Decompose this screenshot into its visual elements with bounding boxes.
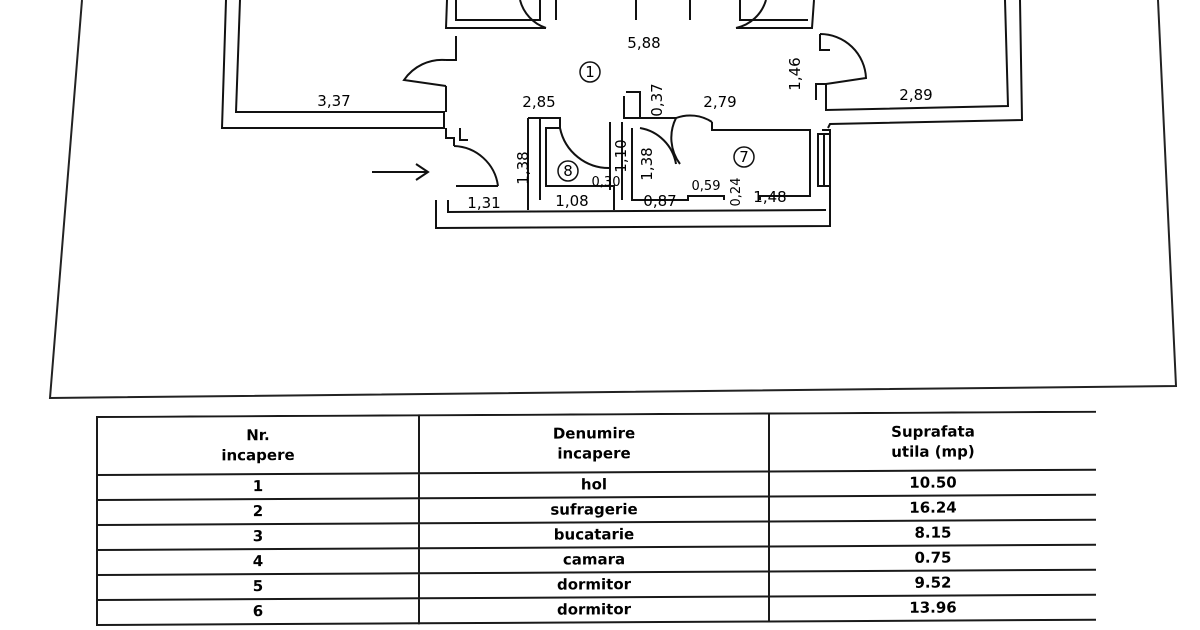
dim-room7-notch: 0,59 xyxy=(692,179,721,194)
cell-area: 0.75 xyxy=(769,544,1096,572)
dim-entry-height: 1,38 xyxy=(514,151,532,184)
cell-area: 9.52 xyxy=(769,569,1096,597)
dim-room8-width: 1,08 xyxy=(555,192,588,210)
table-header-row: Nr. incapere Denumire incapere Suprafata… xyxy=(97,411,1096,475)
room-number-hall: 1 xyxy=(585,63,595,81)
header-usable-area: Suprafata utila (mp) xyxy=(769,411,1096,472)
dim-hall-mid: 0,37 xyxy=(648,83,666,116)
sheet-frame xyxy=(48,0,1178,400)
cell-room-number: 5 xyxy=(97,573,419,600)
room-marker-8 xyxy=(557,160,579,182)
dim-room7-height: 1,38 xyxy=(638,147,656,180)
header-room-name-line1: Denumire xyxy=(552,424,636,443)
room-number-7: 7 xyxy=(739,148,749,166)
dim-right-room: 2,89 xyxy=(899,86,932,104)
dim-room7-width-b: 1,48 xyxy=(753,188,786,206)
header-usable-area-line2: utila (mp) xyxy=(891,442,975,461)
dim-room8-door: 1,10 xyxy=(612,139,630,172)
cell-room-name: bucatarie xyxy=(419,521,769,549)
cell-room-number: 6 xyxy=(97,598,419,625)
cell-area: 10.50 xyxy=(769,469,1096,497)
dim-room7-notch-h: 0,24 xyxy=(729,178,744,207)
header-room-number: Nr. incapere xyxy=(97,415,419,475)
header-room-name-line2: incapere xyxy=(557,444,631,463)
room-marker-7 xyxy=(733,146,755,168)
room-area-table: Nr. incapere Denumire incapere Suprafata… xyxy=(96,411,1096,630)
header-room-number-line2: incapere xyxy=(221,445,295,465)
room-number-8: 8 xyxy=(563,162,573,180)
header-room-name: Denumire incapere xyxy=(419,413,769,474)
header-room-number-line1: Nr. xyxy=(246,426,270,445)
cell-room-number: 4 xyxy=(97,548,419,575)
cell-room-name: sufragerie xyxy=(419,496,769,524)
cell-room-name: camara xyxy=(419,546,769,574)
dim-left-room: 3,37 xyxy=(317,92,350,110)
room-number-markers: 1 8 7 xyxy=(557,61,755,182)
cell-room-name: hol xyxy=(419,471,769,499)
table-row: 6 dormitor 13.96 xyxy=(97,594,1096,625)
cell-room-number: 1 xyxy=(97,473,419,500)
dim-hall-left: 2,85 xyxy=(522,93,555,111)
cell-room-number: 2 xyxy=(97,498,419,525)
cell-room-name: dormitor xyxy=(419,571,769,599)
dim-hall-right: 2,79 xyxy=(703,93,736,111)
room-marker-hall xyxy=(579,61,601,83)
header-usable-area-line1: Suprafata xyxy=(891,422,975,441)
cell-area: 8.15 xyxy=(769,519,1096,547)
plan-walls xyxy=(220,0,1024,230)
dim-room7-width-a: 0,87 xyxy=(643,192,676,210)
dim-top-center: 5,88 xyxy=(627,34,660,52)
dim-entry-width: 1,31 xyxy=(467,194,500,212)
cell-area: 13.96 xyxy=(769,594,1096,622)
dim-room8-small: 0,30 xyxy=(592,175,621,190)
dimension-labels: 5,88 3,37 2,89 2,85 0,37 2,79 1,46 1,38 … xyxy=(317,34,932,212)
cell-room-number: 3 xyxy=(97,523,419,550)
dim-right-wall: 1,46 xyxy=(786,57,804,90)
cell-area: 16.24 xyxy=(769,494,1096,522)
cell-room-name: dormitor xyxy=(419,596,769,624)
